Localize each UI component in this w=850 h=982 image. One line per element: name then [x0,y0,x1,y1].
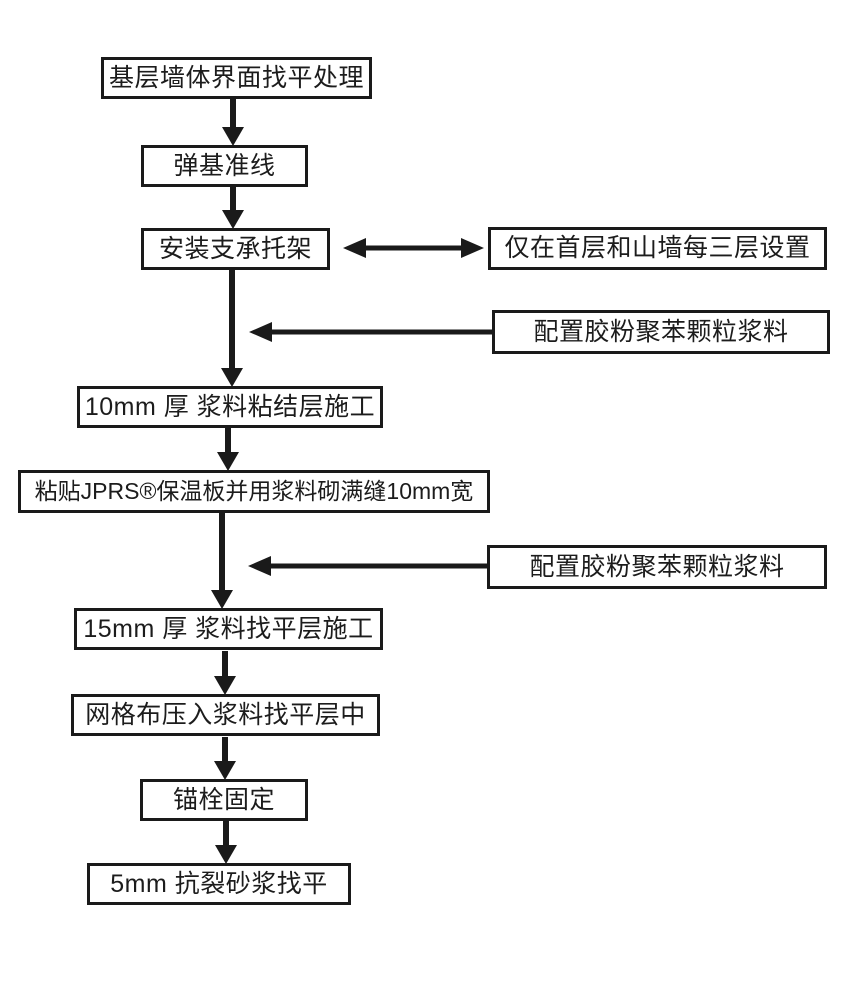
arrow-step3-to-step4 [221,270,243,387]
side-note-label: 仅在首层和山墙每三层设置 [504,234,811,262]
double-arrow-step3-note1 [343,238,484,258]
arrow-step5-to-step6 [211,513,233,609]
flow-step-15mm-leveling-layer: 15mm 厚 浆料找平层施工 [74,608,383,650]
flow-step-label: 基层墙体界面找平处理 [108,63,364,92]
arrow-note3-to-flow [248,556,487,576]
arrow-step1-to-step2 [222,99,244,146]
flow-step-anchor-bolt-fixing: 锚栓固定 [140,779,308,821]
flow-step-label: 弹基准线 [173,151,276,180]
flow-step-10mm-bonding-layer: 10mm 厚 浆料粘结层施工 [77,386,383,428]
side-note-label: 配置胶粉聚苯颗粒浆料 [529,552,785,581]
flow-step-label: 5mm 抗裂砂浆找平 [110,869,328,898]
flow-step-label: 粘贴JPRS®保温板并用浆料砌满缝10mm宽 [34,478,474,504]
arrow-step2-to-step3 [222,187,244,229]
side-note-prepare-polystyrene-slurry-1: 配置胶粉聚苯颗粒浆料 [492,310,830,354]
flow-step-snap-datum-line: 弹基准线 [141,145,308,187]
arrow-step8-to-step9 [215,821,237,864]
flow-step-label: 10mm 厚 浆料粘结层施工 [84,392,376,421]
flow-step-press-mesh-cloth: 网格布压入浆料找平层中 [71,694,380,736]
flow-step-label: 锚栓固定 [172,785,275,814]
flow-step-base-wall-surface-leveling: 基层墙体界面找平处理 [101,57,372,99]
flow-step-label: 安装支承托架 [158,234,312,263]
flow-step-label: 15mm 厚 浆料找平层施工 [83,614,374,643]
flow-step-install-support-bracket: 安装支承托架 [141,228,330,270]
arrow-note2-to-flow [249,322,492,342]
side-note-prepare-polystyrene-slurry-2: 配置胶粉聚苯颗粒浆料 [487,545,827,589]
flow-step-paste-jprs-insulation-board: 粘贴JPRS®保温板并用浆料砌满缝10mm宽 [18,470,490,513]
flow-step-5mm-anticrack-mortar: 5mm 抗裂砂浆找平 [87,863,351,905]
arrow-step7-to-step8 [214,737,236,780]
arrow-step4-to-step5 [217,428,239,471]
side-note-label: 配置胶粉聚苯颗粒浆料 [533,317,789,346]
side-note-first-floor-gable-setup: 仅在首层和山墙每三层设置 [488,227,827,270]
arrow-step6-to-step7 [214,651,236,695]
flow-step-label: 网格布压入浆料找平层中 [85,700,366,729]
